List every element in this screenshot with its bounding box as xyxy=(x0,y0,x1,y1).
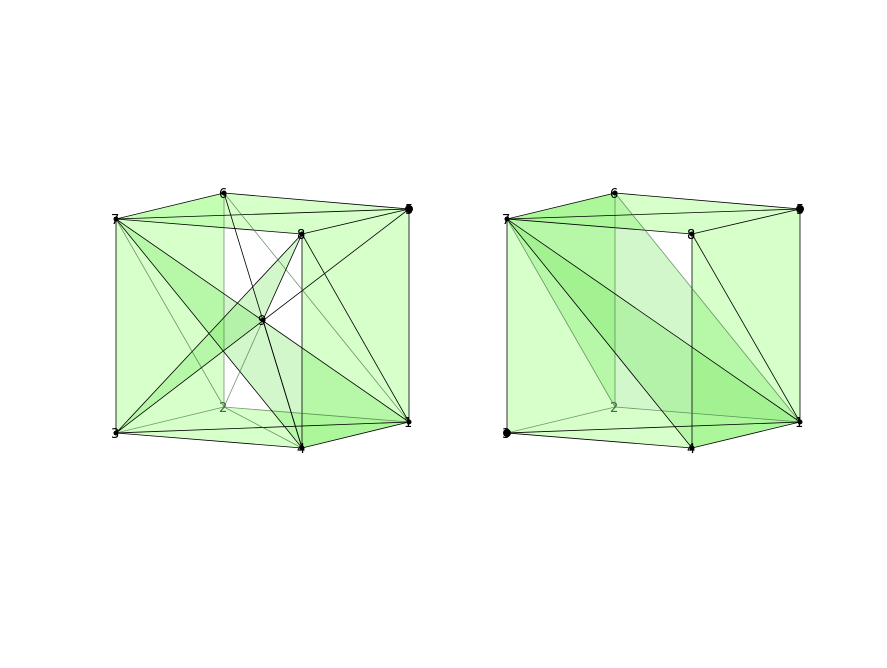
right-edge-7-4 xyxy=(506,218,693,449)
left-cube-panel: 6 7 5 8 9 2 3 4 1 xyxy=(111,187,413,457)
left-edge-3-2 xyxy=(115,406,225,434)
right-edge-3-1 xyxy=(506,421,801,434)
left-edge-3-4 xyxy=(115,432,303,449)
right-vertex-markers xyxy=(503,190,804,451)
right-edge-7-6 xyxy=(506,192,616,220)
left-edge-4-1 xyxy=(301,421,410,449)
right-vertex-dot-1 xyxy=(797,419,803,425)
left-vertex-dot-3 xyxy=(113,430,119,436)
left-vertex-label-7: 7 xyxy=(111,213,119,228)
left-cube-edges xyxy=(115,192,410,449)
left-edge-9-8 xyxy=(262,233,303,321)
left-edge-2-4 xyxy=(223,406,303,449)
left-vertex-label-9: 9 xyxy=(258,314,266,329)
left-edge-7-8 xyxy=(115,218,303,235)
left-vertex-dot-1 xyxy=(406,419,412,425)
left-vertex-label-6: 6 xyxy=(219,187,227,202)
left-vertex-dot-5 xyxy=(405,205,413,213)
left-vertex-markers xyxy=(113,190,413,451)
left-inner-triangle-4 xyxy=(116,219,409,448)
right-vertex-dot-7 xyxy=(504,216,510,222)
left-edge-8-3 xyxy=(115,233,303,434)
right-inner-triangle-1 xyxy=(507,219,800,448)
right-vertex-dot-8 xyxy=(689,231,695,237)
right-edge-4-1 xyxy=(691,421,801,449)
left-edge-8-1 xyxy=(301,233,410,423)
right-cube-edges xyxy=(506,192,801,449)
left-vertex-dot-6 xyxy=(221,190,227,196)
left-edge-6-1 xyxy=(223,192,410,423)
left-vertex-label-3: 3 xyxy=(111,427,119,442)
left-edge-9-4 xyxy=(262,319,303,449)
left-vertex-label-1: 1 xyxy=(404,416,412,431)
right-vertex-label-7: 7 xyxy=(502,213,510,228)
left-vertex-label-2: 2 xyxy=(219,401,227,416)
left-edge-7-2 xyxy=(115,218,225,408)
right-vertex-label-4: 4 xyxy=(687,442,695,457)
left-vertex-label-4: 4 xyxy=(297,442,305,457)
right-edge-3-2 xyxy=(506,406,616,434)
left-edge-6-5 xyxy=(223,192,410,210)
left-edge-7-5 xyxy=(115,208,410,220)
right-edge-3-4 xyxy=(506,432,693,449)
left-edge-9-2 xyxy=(223,319,264,408)
left-vertex-label-5: 5 xyxy=(405,203,413,218)
right-edge-2-1 xyxy=(614,406,801,423)
right-vertex-label-1: 1 xyxy=(795,416,803,431)
right-edge-7-1 xyxy=(506,218,801,423)
right-vertex-label-8: 8 xyxy=(687,228,695,243)
right-edge-6-5 xyxy=(614,192,801,210)
left-vertex-dot-8 xyxy=(299,231,305,237)
right-vertex-label-3: 3 xyxy=(502,427,510,442)
right-edge-7-2 xyxy=(506,218,616,408)
right-edge-6-1 xyxy=(614,192,801,423)
right-edge-7-8 xyxy=(506,218,693,235)
left-edge-2-1 xyxy=(223,406,410,423)
right-edge-8-1 xyxy=(691,233,801,423)
left-vertex-labels: 6 7 5 8 9 2 3 4 1 xyxy=(111,187,413,457)
right-edge-7-5 xyxy=(506,208,801,220)
left-edge-7-6 xyxy=(115,192,225,220)
right-vertex-dot-5 xyxy=(796,205,804,213)
right-vertex-dot-6 xyxy=(612,190,618,196)
right-vertex-label-6: 6 xyxy=(610,187,618,202)
left-edge-8-5 xyxy=(301,208,410,235)
left-vertex-label-8: 8 xyxy=(297,228,305,243)
right-cube-panel: 6 7 5 8 2 3 4 1 xyxy=(502,187,804,457)
left-vertex-dot-7 xyxy=(113,216,119,222)
right-vertex-label-5: 5 xyxy=(796,203,804,218)
left-vertex-dot-4 xyxy=(299,445,305,451)
right-edge-8-5 xyxy=(691,208,801,235)
left-vertex-dot-9 xyxy=(260,317,266,323)
right-inner-triangle-2 xyxy=(507,193,800,422)
right-vertex-label-2: 2 xyxy=(610,401,618,416)
right-vertex-dot-3 xyxy=(503,429,511,437)
right-vertex-dot-4 xyxy=(689,445,695,451)
right-vertex-labels: 6 7 5 8 2 3 4 1 xyxy=(502,187,804,457)
